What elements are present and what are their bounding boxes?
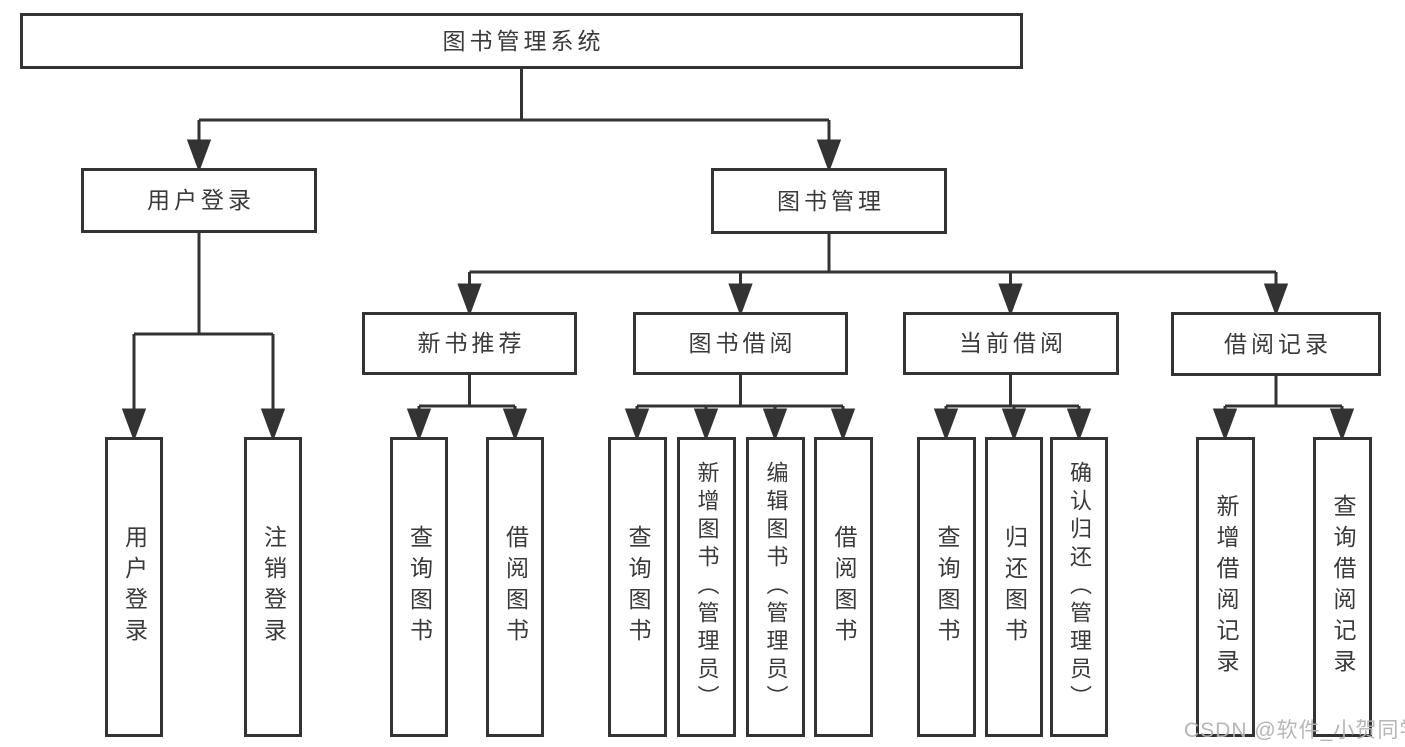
- leaf-bb-query-books: 查询图书: [608, 437, 667, 737]
- leaf-bb-add-books-label: 新增图书（管理员）: [694, 461, 720, 713]
- leaf-br-query-record: 查询借阅记录: [1313, 437, 1372, 737]
- leaf-nbr-borrow-books: 借阅图书: [486, 437, 544, 737]
- leaf-nbr-borrow-books-label: 借阅图书: [502, 525, 529, 649]
- connector-borrowing-records-children: [1212, 375, 1355, 442]
- node-book-borrowing-label: 图书借阅: [688, 330, 797, 356]
- leaf-user-login: 用户登录: [105, 437, 163, 737]
- leaf-cb-return-books: 归还图书: [985, 437, 1043, 737]
- leaf-bb-borrow-books-label: 借阅图书: [831, 525, 857, 649]
- node-new-book-recommend-label: 新书推荐: [417, 330, 526, 356]
- leaf-nbr-query-books-label: 查询图书: [406, 525, 433, 649]
- leaf-nbr-query-books: 查询图书: [390, 437, 448, 737]
- leaf-br-add-record-label: 新增借阅记录: [1213, 494, 1239, 680]
- csdn-watermark: CSDN @软件_小贺同学: [1184, 719, 1405, 742]
- connector-user-login-children: [121, 233, 286, 442]
- node-borrowing-records: 借阅记录: [1171, 312, 1381, 376]
- leaf-cb-return-books-label: 归还图书: [1001, 525, 1028, 649]
- leaf-bb-add-books: 新增图书（管理员）: [677, 437, 736, 737]
- leaf-cb-confirm-return: 确认归还（管理员）: [1050, 437, 1108, 737]
- node-root-system: 图书管理系统: [20, 13, 1023, 69]
- node-current-borrowing: 当前借阅: [903, 312, 1119, 375]
- node-user-login-branch-label: 用户登录: [147, 187, 255, 213]
- node-borrowing-records-label: 借阅记录: [1224, 330, 1332, 357]
- leaf-bb-borrow-books: 借阅图书: [814, 437, 873, 737]
- node-user-login-branch: 用户登录: [81, 168, 317, 233]
- leaf-user-login-label: 用户登录: [121, 525, 148, 649]
- leaf-bb-edit-books: 编辑图书（管理员）: [746, 437, 805, 737]
- connector-current-borrowing-children: [933, 375, 1092, 442]
- leaf-cb-confirm-return-label: 确认归还（管理员）: [1067, 461, 1092, 713]
- leaf-cb-query-books-label: 查询图书: [934, 525, 960, 649]
- node-root-system-label: 图书管理系统: [442, 27, 605, 54]
- connector-root-to-level2: [186, 69, 842, 173]
- connector-new-book-recommend-children: [406, 375, 528, 442]
- node-book-management-branch-label: 图书管理: [777, 187, 885, 214]
- leaf-bb-query-books-label: 查询图书: [625, 525, 651, 649]
- node-book-management-branch: 图书管理: [711, 168, 947, 234]
- connector-book-borrowing-children: [624, 375, 856, 442]
- node-current-borrowing-label: 当前借阅: [959, 330, 1067, 356]
- leaf-bb-edit-books-label: 编辑图书（管理员）: [763, 461, 789, 713]
- leaf-logout: 注销登录: [244, 437, 302, 737]
- node-new-book-recommend: 新书推荐: [362, 312, 577, 375]
- leaf-logout-label: 注销登录: [260, 525, 287, 649]
- leaf-cb-query-books: 查询图书: [917, 437, 976, 737]
- node-book-borrowing: 图书借阅: [633, 312, 848, 375]
- connector-book-mgmt-to-level3: [457, 234, 1289, 317]
- leaf-br-query-record-label: 查询借阅记录: [1330, 494, 1356, 680]
- leaf-br-add-record: 新增借阅记录: [1196, 437, 1255, 737]
